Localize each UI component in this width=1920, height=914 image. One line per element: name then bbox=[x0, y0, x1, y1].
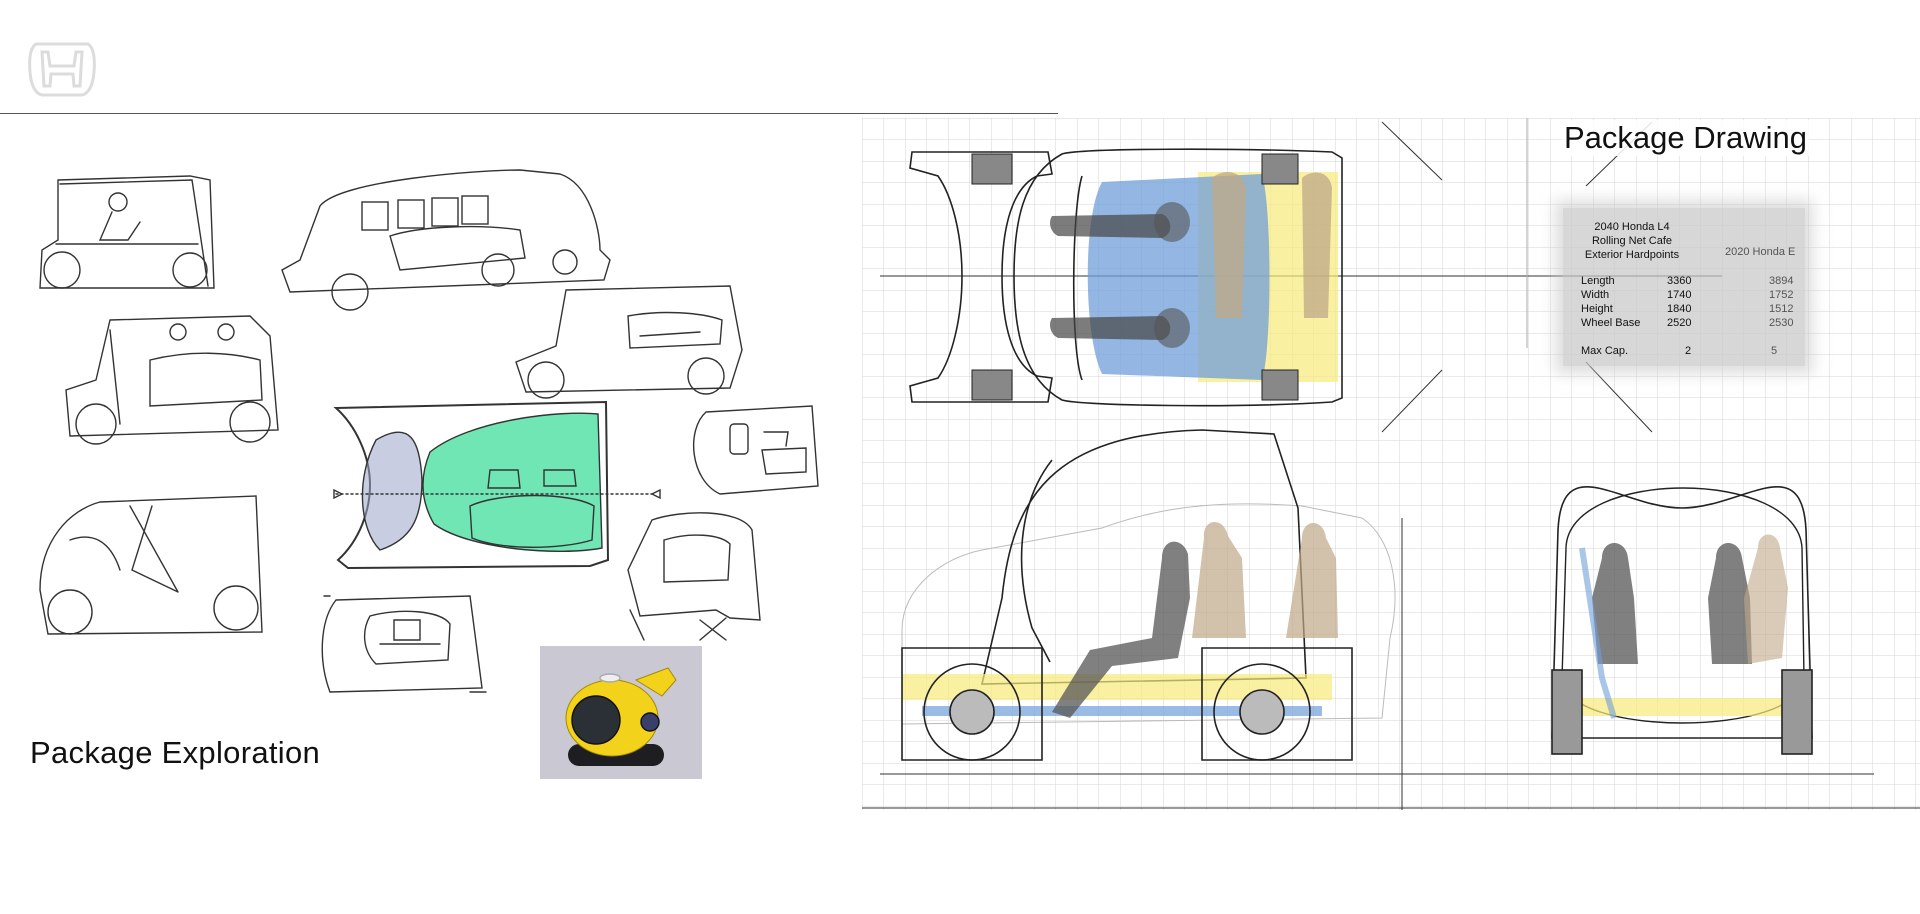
spec-compare: 5 bbox=[1771, 345, 1778, 357]
sketch-capsule-side bbox=[321, 595, 487, 693]
spec-value: 2520 bbox=[1667, 317, 1692, 329]
sketch-rear-view bbox=[627, 512, 761, 641]
sketch-topview-green bbox=[333, 400, 661, 570]
sketch-pod-driver bbox=[39, 175, 215, 289]
sketch-compact-van bbox=[515, 285, 743, 399]
spec-label: Wheel Base bbox=[1581, 317, 1641, 329]
spec-compare: 1512 bbox=[1769, 303, 1794, 315]
spec-row-wheelbase: Wheel Base 2520 2530 bbox=[1581, 316, 1801, 330]
spec-label: Width bbox=[1581, 289, 1610, 301]
sketch-rear-pod bbox=[693, 405, 819, 495]
spec-value: 2 bbox=[1685, 345, 1692, 357]
side-view bbox=[901, 429, 1396, 761]
header-divider bbox=[0, 113, 1058, 114]
spec-compare: 3894 bbox=[1769, 275, 1794, 287]
spec-table: 2040 Honda L4 Rolling Net Cafe Exterior … bbox=[1563, 208, 1805, 366]
spec-value: 3360 bbox=[1667, 275, 1692, 287]
exploration-title: Package Exploration bbox=[30, 735, 321, 770]
spec-row-height: Height 1840 1512 bbox=[1581, 302, 1801, 316]
spec-compare: 2530 bbox=[1769, 317, 1794, 329]
spec-label: Height bbox=[1581, 303, 1613, 315]
sketch-long-bus bbox=[281, 169, 611, 311]
package-sketches bbox=[39, 169, 819, 779]
honda-logo bbox=[28, 42, 96, 97]
rear-view bbox=[1551, 486, 1813, 755]
spec-compare-model: 2020 Honda E bbox=[1725, 246, 1796, 258]
top-view bbox=[909, 148, 1343, 407]
spec-model-line1: 2040 Honda L4 bbox=[1594, 221, 1670, 233]
drawing-title: Package Drawing bbox=[1562, 120, 1809, 156]
spec-compare: 1752 bbox=[1769, 289, 1794, 301]
spec-value: 1740 bbox=[1667, 289, 1692, 301]
toy-model-photo bbox=[540, 646, 702, 779]
spec-label: Length bbox=[1581, 275, 1615, 287]
sketch-van-seats bbox=[65, 315, 279, 445]
spec-model-line2: Rolling Net Cafe bbox=[1591, 235, 1673, 247]
spec-row-width: Width 1740 1752 bbox=[1581, 288, 1801, 302]
spec-row-length: Length 3360 3894 bbox=[1581, 274, 1801, 288]
spec-label: Max Cap. bbox=[1581, 345, 1629, 357]
spec-model-line3: Exterior Hardpoints bbox=[1584, 249, 1680, 261]
spec-value: 1840 bbox=[1667, 303, 1692, 315]
sketch-dome-capsule bbox=[39, 495, 263, 635]
spec-row-maxcap: Max Cap. 2 5 bbox=[1581, 344, 1801, 358]
